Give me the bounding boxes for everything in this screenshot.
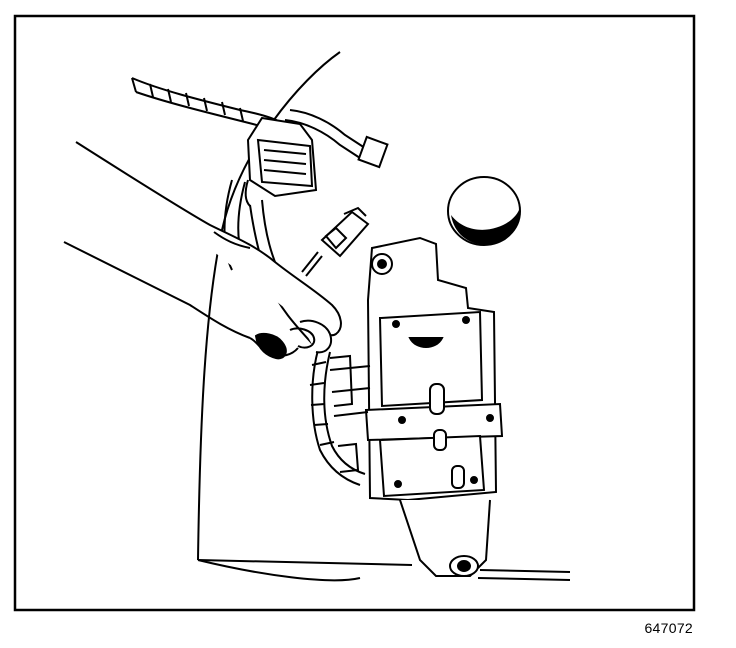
figure-id-label: 647072 <box>644 620 693 636</box>
harness-connector <box>244 116 318 207</box>
technician-hand <box>63 141 342 360</box>
ajar-switch <box>301 206 370 277</box>
round-cap <box>447 176 521 246</box>
door-latch <box>329 236 504 577</box>
frame-border <box>13 14 696 612</box>
